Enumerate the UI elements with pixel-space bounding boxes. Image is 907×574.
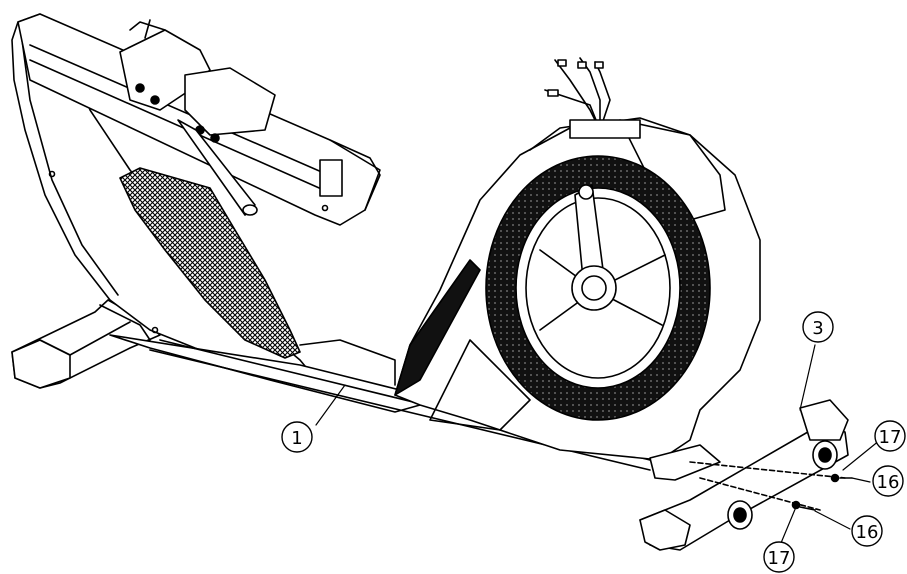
callout-label: 16 [856, 522, 879, 543]
callout-label: 16 [877, 472, 900, 493]
callout-label: 17 [768, 548, 791, 569]
console-cables [544, 57, 641, 139]
callout-label: 3 [812, 318, 823, 339]
leader-lines [315, 344, 881, 544]
callout-part-3: 3 [802, 311, 834, 343]
callout-part-16-upper: 16 [872, 465, 904, 497]
callout-part-17-lower: 17 [763, 541, 795, 573]
callout-label: 17 [879, 427, 902, 448]
front-stabilizer [11, 299, 161, 389]
callout-part-16-lower: 16 [851, 515, 883, 547]
callout-label: 1 [291, 428, 302, 449]
callout-part-17-upper: 17 [874, 420, 906, 452]
rear-stabilizer [639, 399, 849, 551]
seat-adjust-lever [177, 119, 258, 216]
callout-part-1: 1 [281, 421, 313, 453]
crank-arm [571, 184, 617, 311]
backrest-pad [119, 167, 301, 359]
